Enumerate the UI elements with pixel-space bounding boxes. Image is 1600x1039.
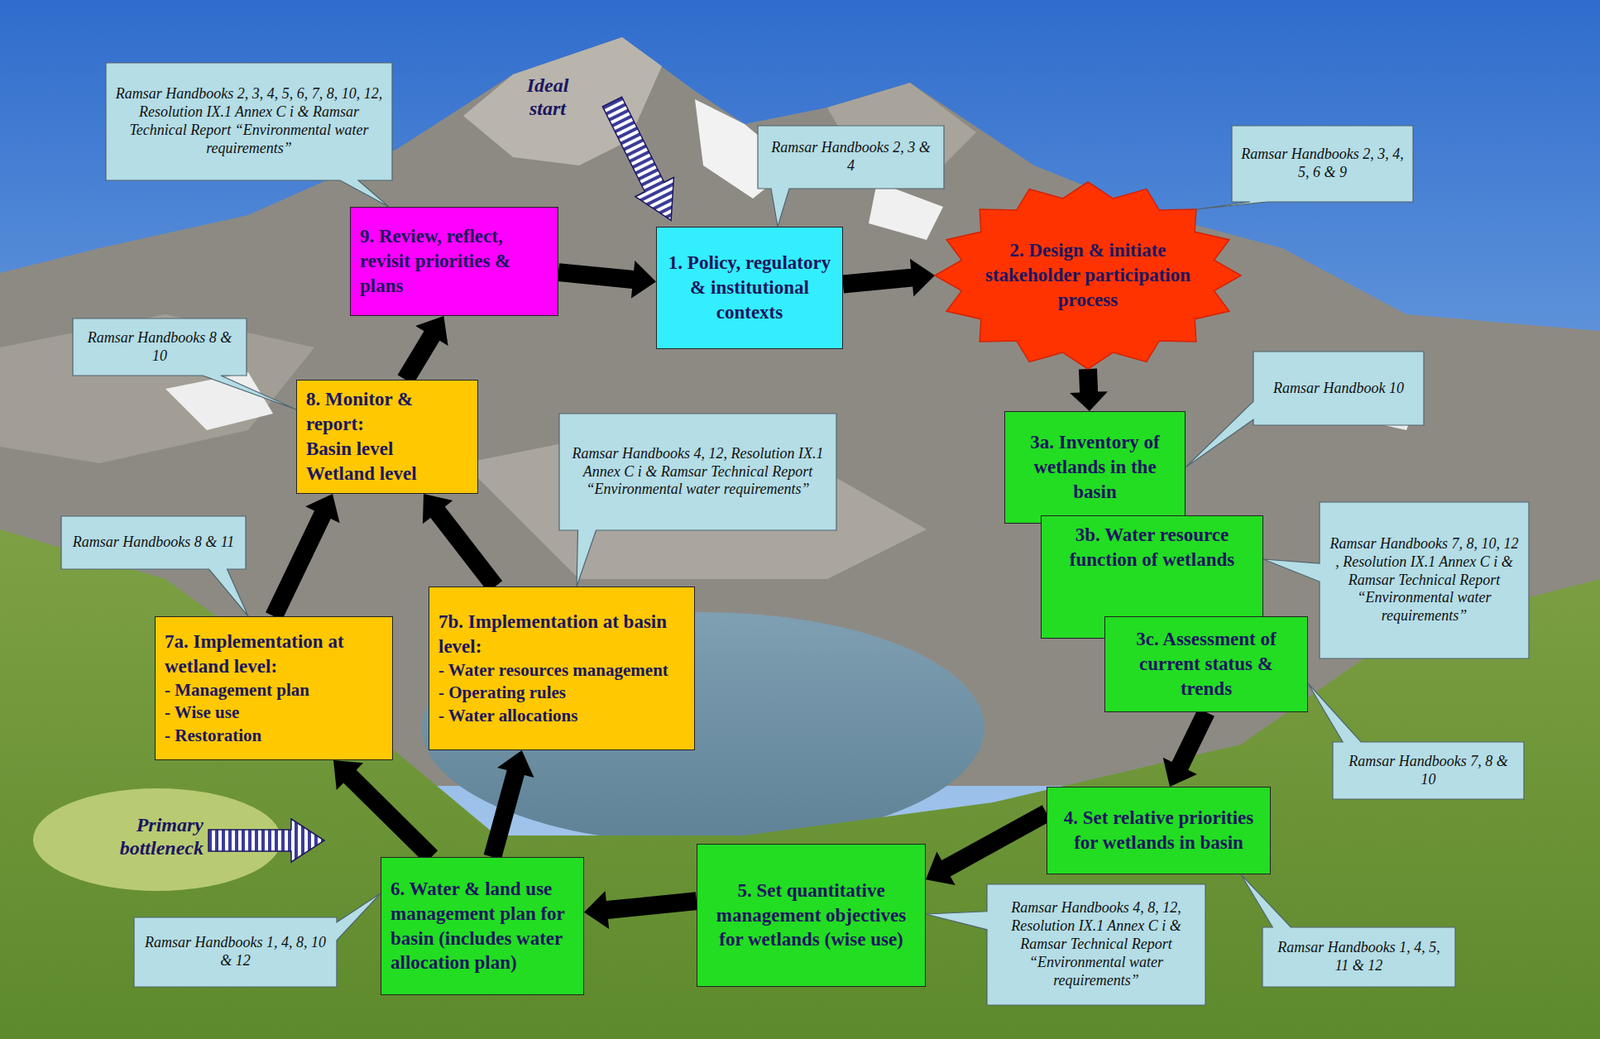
- box-text: - Restoration: [164, 724, 384, 748]
- box-text: - Wise use: [164, 701, 384, 724]
- box-text: 5. Set quantitative management objective…: [706, 878, 916, 954]
- box-text: 3c. Assessment of current status & trend…: [1114, 627, 1299, 702]
- flow-arrow: [925, 804, 1051, 886]
- callout-text: Ramsar Handbooks 4, 12, Resolution IX.1 …: [567, 445, 829, 500]
- process-box: 8. Monitor & report:Basin levelWetland l…: [296, 379, 479, 494]
- handbook-callout: Ramsar Handbooks 7, 8, 10, 12 , Resoluti…: [1319, 502, 1529, 659]
- handbook-callout: Ramsar Handbook 10: [1253, 351, 1424, 426]
- box-text: 7b. Implementation at basin level:: [438, 609, 686, 660]
- callout-text: Ramsar Handbooks 8 & 10: [81, 329, 239, 366]
- box-text: 3b. Water resource function of wetlands: [1050, 522, 1254, 573]
- flow-arrow: [584, 891, 698, 930]
- flow-arrow: [1069, 368, 1108, 412]
- callout-text: Ramsar Handbooks 2, 3, 4, 5, 6, 7, 8, 10…: [114, 85, 384, 159]
- handbook-callout: Ramsar Handbooks 2, 3, 4, 5, 6 & 9: [1231, 125, 1414, 202]
- handbook-callout: Ramsar Handbooks 1, 4, 8, 10 & 12: [134, 917, 337, 987]
- callout-outline: [1185, 351, 1424, 468]
- callout-outline: [1307, 683, 1524, 800]
- box-text: 3a. Inventory of wetlands in the basin: [1014, 430, 1176, 505]
- box-text: 6. Water & land use management plan for …: [390, 876, 575, 977]
- flow-arrow: [557, 260, 657, 299]
- snow-patch: [868, 182, 944, 240]
- process-box: 7a. Implementation at wetland level:- Ma…: [154, 616, 393, 761]
- box-text: 8. Monitor & report:: [306, 387, 469, 437]
- flow-arrow: [842, 258, 935, 298]
- callout-text: Ramsar Handbooks 7, 8 & 10: [1341, 752, 1516, 790]
- striped-pointer-arrow: [593, 91, 691, 230]
- flow-arrow: [483, 750, 535, 860]
- process-box: 9. Review, reflect, revisit priorities &…: [349, 206, 559, 317]
- callout-text: Ramsar Handbooks 2, 3 & 4: [766, 138, 936, 176]
- callout-outline: [134, 893, 381, 987]
- process-box: 3c. Assessment of current status & trend…: [1104, 616, 1308, 713]
- callout-outline: [1263, 502, 1529, 659]
- handbook-callout: Ramsar Handbooks 2, 3 & 4: [757, 125, 944, 189]
- callout-text: Ramsar Handbooks 1, 4, 8, 10 & 12: [142, 934, 329, 971]
- callout-outline: [105, 62, 393, 207]
- box-text: 7a. Implementation at wetland level:: [164, 629, 384, 680]
- handbook-callout: Ramsar Handbooks 4, 12, Resolution IX.1 …: [559, 413, 837, 531]
- handbook-callout: Ramsar Handbooks 2, 3, 4, 5, 6, 7, 8, 10…: [105, 62, 393, 181]
- starburst-outline: [934, 182, 1241, 369]
- box-text: - Management plan: [164, 679, 384, 702]
- box-text: 9. Review, reflect, revisit priorities &…: [359, 224, 549, 299]
- process-box: 6. Water & land use management plan for …: [380, 857, 585, 996]
- process-box: 1. Policy, regulatory & institutional co…: [656, 226, 844, 350]
- handbook-callout: Ramsar Handbooks 8 & 11: [61, 516, 246, 570]
- process-box: 7b. Implementation at basin level:- Wate…: [428, 586, 695, 751]
- callout-text: Ramsar Handbooks 4, 8, 12, Resolution IX…: [995, 899, 1198, 991]
- callout-outline: [1196, 125, 1414, 210]
- callout-text: Ramsar Handbooks 2, 3, 4, 5, 6 & 9: [1240, 145, 1405, 183]
- box-text: Wetland level: [306, 461, 469, 487]
- box-text: 4. Set relative priorities for wetlands …: [1056, 805, 1261, 856]
- rock-face: [0, 314, 315, 464]
- box-text: 1. Policy, regulatory & institutional co…: [665, 250, 834, 326]
- handbook-callout: Ramsar Handbooks 7, 8 & 10: [1332, 742, 1524, 800]
- box-text: - Operating rules: [438, 681, 686, 705]
- handbook-callout: Ramsar Handbooks 8 & 10: [72, 318, 247, 376]
- striped-pointer-arrow: [208, 819, 325, 863]
- handbook-callout: Ramsar Handbooks 4, 8, 12, Resolution IX…: [986, 884, 1206, 1006]
- callout-outline: [1240, 874, 1456, 987]
- callout-text: Ramsar Handbooks 7, 8, 10, 12 , Resoluti…: [1327, 535, 1521, 627]
- flow-arrow: [333, 760, 438, 864]
- box-text: Basin level: [306, 436, 469, 462]
- callout-text: Ramsar Handbooks 1, 4, 5, 11 & 12: [1270, 938, 1447, 976]
- callout-outline: [757, 125, 944, 227]
- callout-text: Ramsar Handbook 10: [1261, 379, 1416, 398]
- box-text: - Water resources management: [438, 659, 686, 682]
- callout-outline: [925, 884, 1206, 1006]
- callout-outline: [72, 318, 297, 410]
- handbook-callout: Ramsar Handbooks 1, 4, 5, 11 & 12: [1262, 927, 1456, 987]
- callout-outline: [559, 413, 837, 587]
- flow-arrow: [397, 316, 449, 385]
- starburst-box: 2. Design & initiate stakeholder partici…: [934, 182, 1241, 369]
- process-box: 3a. Inventory of wetlands in the basin: [1004, 411, 1186, 524]
- flow-arrow: [265, 493, 341, 621]
- flow-arrow: [1163, 708, 1215, 787]
- callout-outline: [61, 516, 249, 617]
- process-box: 4. Set relative priorities for wetlands …: [1046, 786, 1271, 875]
- box-text: 2. Design & initiate stakeholder partici…: [972, 238, 1204, 313]
- box-text: - Water allocations: [438, 704, 686, 728]
- annotation-label: Primary bottleneck: [97, 814, 204, 860]
- annotation-label: Ideal start: [514, 74, 581, 120]
- flow-arrow: [422, 493, 503, 593]
- callout-text: Ramsar Handbooks 8 & 11: [69, 533, 238, 552]
- process-box: 5. Set quantitative management objective…: [696, 843, 926, 987]
